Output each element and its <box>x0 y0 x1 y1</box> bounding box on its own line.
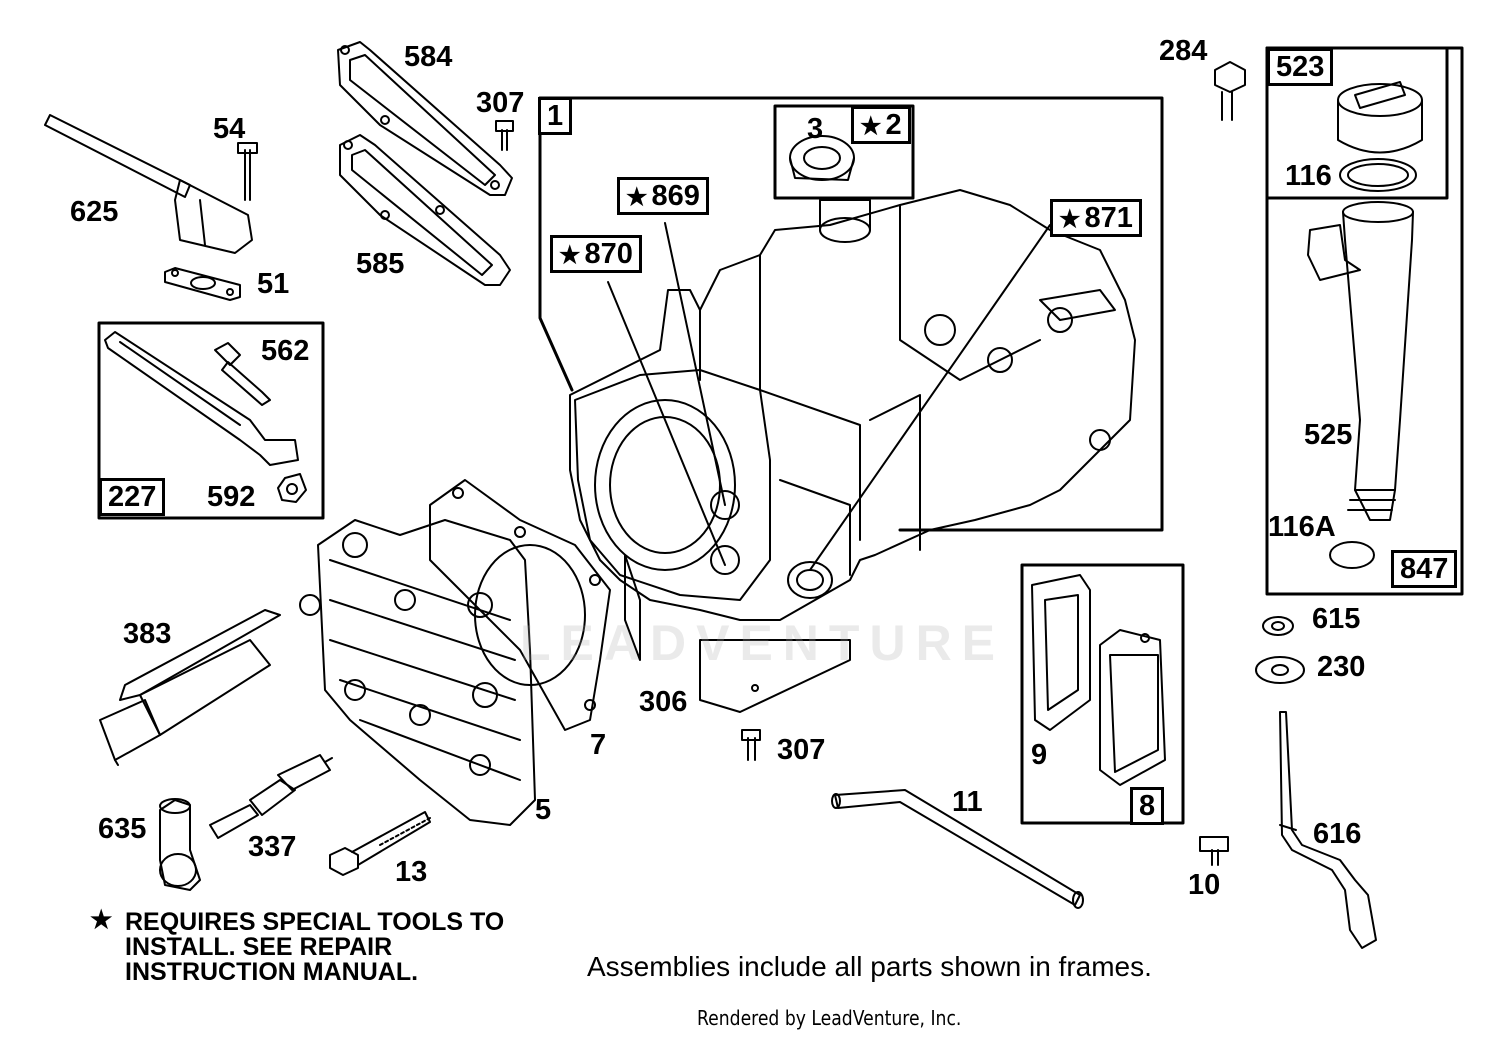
part-8-breather-cover <box>1099 629 1166 786</box>
callout-8: 8 <box>1139 790 1156 822</box>
callout-54: 54 <box>213 113 246 145</box>
callout-869-box: ★869 <box>617 177 709 215</box>
callout-11: 11 <box>952 786 983 818</box>
part-54-bolt <box>237 142 258 201</box>
callout-2: 2 <box>885 109 902 141</box>
callout-625: 625 <box>70 196 119 228</box>
part-616-dipstick <box>1279 711 1377 949</box>
callout-2-box: ★2 <box>851 106 911 144</box>
callout-585: 585 <box>356 248 405 280</box>
callout-616: 616 <box>1313 818 1362 850</box>
callout-13: 13 <box>395 856 428 888</box>
part-116a-o-ring <box>1329 541 1375 569</box>
part-13-bolt <box>329 811 431 876</box>
part-307-screw-bottom <box>741 729 761 761</box>
callout-592: 592 <box>207 481 256 513</box>
callout-871: 871 <box>1084 202 1133 234</box>
callout-1-box: 1 <box>538 97 573 135</box>
frame-dipstick-cap <box>1265 46 1449 200</box>
callout-3: 3 <box>807 113 824 145</box>
part-284-bolt <box>1214 61 1246 121</box>
part-584-plate <box>337 41 513 196</box>
watermark: LEADVENTURE <box>520 615 1006 671</box>
frame-governor-assembly <box>97 321 325 520</box>
callout-9: 9 <box>1031 739 1048 771</box>
callout-227: 227 <box>108 481 157 513</box>
part-525-tube <box>1307 201 1414 521</box>
callout-615: 615 <box>1312 603 1361 635</box>
callout-562: 562 <box>261 335 310 367</box>
callout-1: 1 <box>547 100 564 132</box>
star-icon: ★ <box>626 184 648 211</box>
callout-7: 7 <box>590 729 607 761</box>
callout-635: 635 <box>98 813 147 845</box>
part-383-ignition-coil <box>99 609 281 766</box>
part-5-cylinder-head <box>299 519 536 826</box>
callout-871-box: ★871 <box>1050 199 1142 237</box>
part-9-gasket <box>1031 574 1091 731</box>
callout-116: 116 <box>1285 160 1332 192</box>
special-tools-text: REQUIRES SPECIAL TOOLS TO INSTALL. SEE R… <box>125 908 505 986</box>
callout-847-box: 847 <box>1391 550 1458 588</box>
callout-307-bottom: 307 <box>777 734 826 766</box>
callout-5: 5 <box>535 794 552 826</box>
part-230-washer <box>1255 656 1305 684</box>
callout-523-box: 523 <box>1267 48 1334 86</box>
callout-116a: 116A <box>1268 511 1336 543</box>
star-icon: ★ <box>559 242 581 269</box>
frame-cylinder-assembly <box>538 96 1164 532</box>
callout-230: 230 <box>1317 651 1366 683</box>
callout-870-box: ★870 <box>550 235 642 273</box>
callout-869: 869 <box>651 180 700 212</box>
callout-284: 284 <box>1159 35 1208 67</box>
render-credit: Rendered by LeadVenture, Inc. <box>697 1006 962 1030</box>
part-562-screw <box>214 342 271 406</box>
part-523-cap <box>1337 81 1423 154</box>
part-635-boot <box>159 798 201 891</box>
callout-307-top: 307 <box>476 87 525 119</box>
callout-227-box: 227 <box>99 478 166 516</box>
part-10-screw <box>1199 836 1229 866</box>
callout-306: 306 <box>639 686 688 718</box>
part-625-tube <box>44 114 253 254</box>
part-585-gasket <box>339 134 511 286</box>
part-3-seal <box>789 135 855 181</box>
callout-584: 584 <box>404 41 453 73</box>
callout-337: 337 <box>248 831 297 863</box>
part-11-tube <box>831 789 1084 909</box>
callout-8-box: 8 <box>1130 787 1165 825</box>
star-icon: ★ <box>90 906 113 934</box>
frame-seal-assembly <box>773 104 915 200</box>
callout-847: 847 <box>1400 553 1449 585</box>
assemblies-note: Assemblies include all parts shown in fr… <box>587 951 1152 982</box>
callout-525: 525 <box>1304 419 1353 451</box>
star-icon: ★ <box>1059 206 1081 233</box>
part-1-cylinder-block <box>569 189 1136 661</box>
part-337-spark-plug <box>209 754 333 839</box>
part-307-screw-top <box>495 120 514 151</box>
part-7-head-gasket <box>429 479 611 731</box>
part-227-lever <box>104 331 299 466</box>
part-116-o-ring <box>1339 158 1417 192</box>
part-615-nut <box>1262 616 1294 636</box>
part-592-nut <box>277 473 307 503</box>
callout-870: 870 <box>584 238 633 270</box>
callout-383: 383 <box>123 618 172 650</box>
callout-51: 51 <box>257 268 290 300</box>
callout-523: 523 <box>1276 51 1325 83</box>
part-51-gasket <box>164 267 241 301</box>
frame-breather-assembly <box>1020 563 1185 825</box>
star-icon: ★ <box>860 113 882 140</box>
callout-10: 10 <box>1188 869 1221 901</box>
part-306-gasket <box>699 639 851 713</box>
